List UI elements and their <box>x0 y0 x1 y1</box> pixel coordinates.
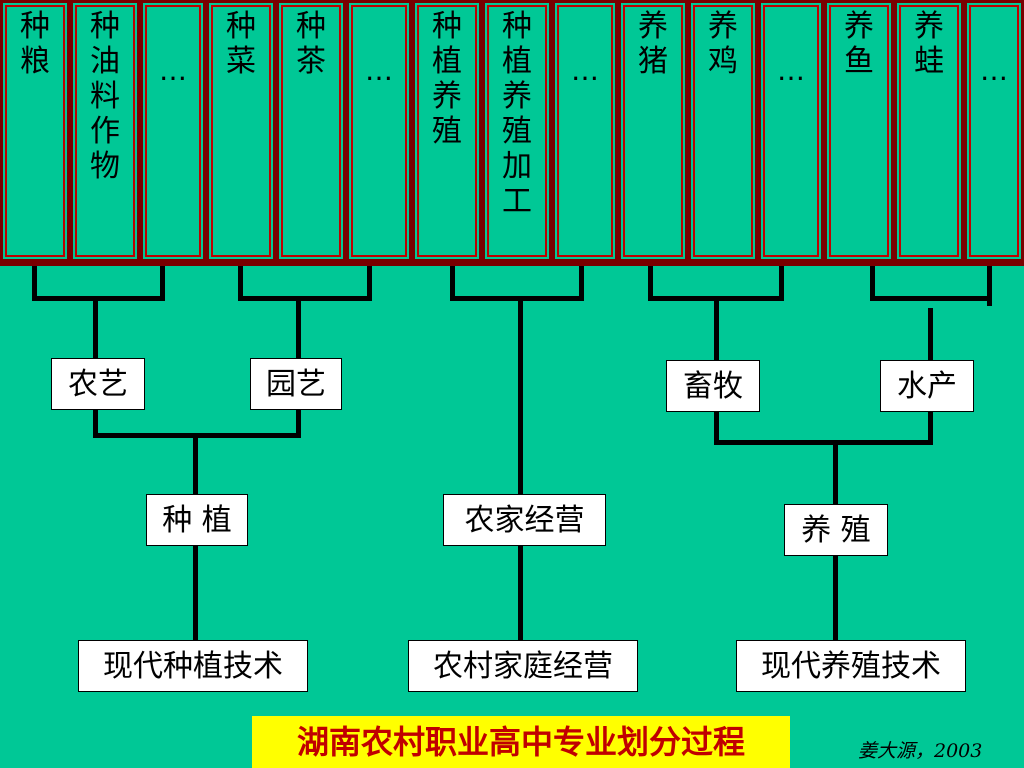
top-label: 种 菜 <box>226 9 256 79</box>
connector-line <box>833 440 838 506</box>
connector-line <box>518 300 523 494</box>
connector-line <box>870 266 875 300</box>
top-label: 养 鱼 <box>844 9 874 79</box>
top-label: … <box>159 54 187 87</box>
top-box-zhongzhiyangzhijiagong: 种 植 养 殖 加 工 <box>482 0 552 262</box>
top-box-yangji: 养 鸡 <box>688 0 758 262</box>
connector-line <box>450 266 455 300</box>
box-xiandaiyangzhi: 现代养殖技术 <box>736 640 966 692</box>
top-label: 养 鸡 <box>708 9 738 79</box>
source-credit: 姜大源，2003 <box>858 740 983 762</box>
connector-line <box>870 296 992 301</box>
box-nongcunjiating: 农村家庭经营 <box>408 640 638 692</box>
connector-line <box>32 266 37 300</box>
slide-title: 湖南农村职业高中专业划分过程 <box>252 716 790 768</box>
connector-line <box>296 410 301 438</box>
top-box-zhongzhiyangzhi: 种 植 养 殖 <box>412 0 482 262</box>
top-label: 养 蛙 <box>914 9 944 79</box>
connector-line <box>714 412 719 442</box>
top-box-zhongcai: 种 菜 <box>206 0 276 262</box>
connector-line <box>714 440 933 445</box>
box-xiandaizhongzhi: 现代种植技术 <box>78 640 308 692</box>
connector-line <box>450 296 584 301</box>
connector-line <box>160 266 165 300</box>
top-label: … <box>980 54 1008 87</box>
box-nongjiajingying: 农家经营 <box>443 494 606 546</box>
connector-line <box>193 546 198 640</box>
connector-line <box>648 296 784 301</box>
top-box-zhongyouliao: 种 油 料 作 物 <box>70 0 140 262</box>
top-box-more: … <box>552 0 618 262</box>
top-label: … <box>571 54 599 87</box>
top-box-more: … <box>140 0 206 262</box>
box-yangzhi: 养 殖 <box>784 504 888 556</box>
connector-line <box>93 300 98 360</box>
connector-line <box>648 266 653 300</box>
top-box-zhongliang: 种 粮 <box>0 0 70 262</box>
connector-line <box>928 308 933 362</box>
connector-line <box>296 300 301 360</box>
connector-line <box>193 433 198 495</box>
connector-line <box>238 296 372 301</box>
connector-line <box>714 300 719 362</box>
top-label: … <box>777 54 805 87</box>
top-label: 养 猪 <box>638 9 668 79</box>
top-box-yangwa: 养 蛙 <box>894 0 964 262</box>
top-label: 种 茶 <box>296 9 326 79</box>
connector-line <box>833 556 838 640</box>
connector-line <box>93 410 98 438</box>
connector-line <box>367 266 372 300</box>
box-shuichan: 水产 <box>880 360 974 412</box>
connector-line <box>928 412 933 442</box>
top-label: 种 粮 <box>20 9 50 79</box>
top-box-more: … <box>346 0 412 262</box>
connector-line <box>579 266 584 300</box>
top-box-more: … <box>758 0 824 262</box>
top-label: 种 植 养 殖 加 工 <box>502 9 532 219</box>
top-label: 种 油 料 作 物 <box>90 9 120 184</box>
box-yuanyi: 园艺 <box>250 358 342 410</box>
top-box-more: … <box>964 0 1024 262</box>
top-baseline <box>0 262 1024 266</box>
top-box-zhongcha: 种 茶 <box>276 0 346 262</box>
connector-line <box>518 546 523 640</box>
connector-line <box>779 266 784 300</box>
top-label: 种 植 养 殖 <box>432 9 462 149</box>
box-zhongzhi: 种 植 <box>146 494 248 546</box>
connector-line <box>987 266 992 306</box>
top-box-yangzhu: 养 猪 <box>618 0 688 262</box>
box-nongyi: 农艺 <box>51 358 145 410</box>
top-box-yangyu: 养 鱼 <box>824 0 894 262</box>
top-label: … <box>365 54 393 87</box>
connector-line <box>238 266 243 300</box>
box-xumu: 畜牧 <box>666 360 760 412</box>
connector-line <box>32 296 165 301</box>
